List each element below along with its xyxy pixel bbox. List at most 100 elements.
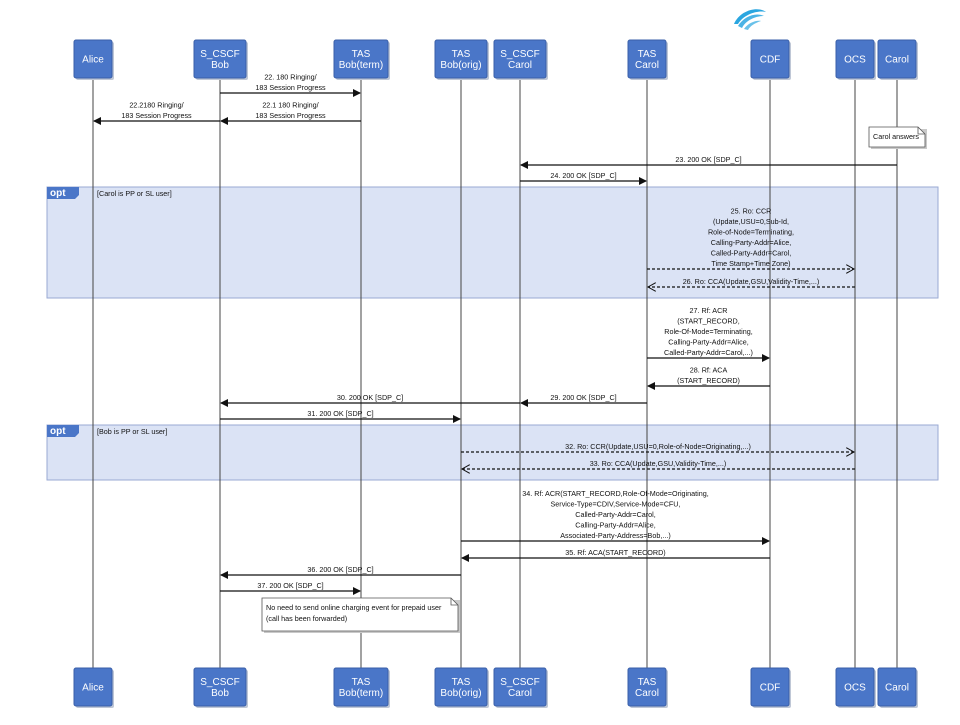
message: 23. 200 OK [SDP_C] <box>520 155 897 169</box>
message-label: 23. 200 OK [SDP_C] <box>675 155 741 164</box>
participant-cdf-top[interactable]: CDF <box>750 39 791 80</box>
opt-fragment: opt[Bob is PP or SL user] <box>46 424 939 481</box>
participant-box <box>493 39 547 79</box>
participant-label: OCS <box>844 683 866 694</box>
participant-box <box>333 39 389 79</box>
note: No need to send online charging event fo… <box>261 597 460 633</box>
message: 24. 200 OK [SDP_C] <box>520 171 647 185</box>
message: 35. Rf: ACA(START_RECORD) <box>461 548 770 562</box>
message-label: 36. 200 OK [SDP_C] <box>307 565 373 574</box>
message-label: 32. Ro: CCR(Update,USU=0,Role-of-Node=Or… <box>565 442 751 451</box>
message-label: Calling-Party-Addr=Alice, <box>668 338 749 347</box>
note-text: No need to send online charging event fo… <box>266 603 442 612</box>
participant-label: OCS <box>844 55 866 66</box>
message-label: Associated-Party-Address=Bob,...) <box>560 531 670 540</box>
message: 30. 200 OK [SDP_C] <box>220 393 520 407</box>
message-label: Calling-Party-Addr=Alice, <box>575 521 656 530</box>
swirl-logo-icon <box>734 9 766 30</box>
message-label: 35. Rf: ACA(START_RECORD) <box>565 548 665 557</box>
participant-carol-bottom[interactable]: Carol <box>877 667 918 708</box>
message-label: 28. Rf: ACA <box>690 366 728 375</box>
message: 26. Ro: CCA(Update,GSU,Validity-Time,...… <box>648 277 855 287</box>
participant-label: Alice <box>82 683 104 694</box>
message-label: 34. Rf: ACR(START_RECORD,Role-Of-Mode=Or… <box>522 489 708 498</box>
participant-label: TAS <box>452 677 471 688</box>
message-label: Role-Of-Mode=Terminating, <box>664 327 752 336</box>
participant-label: CDF <box>760 55 781 66</box>
message-label: 24. 200 OK [SDP_C] <box>550 171 616 180</box>
message-label: 183 Session Progress <box>255 111 326 120</box>
participant-ocs-bottom[interactable]: OCS <box>835 667 876 708</box>
note-box <box>868 126 926 148</box>
participant-cdf-bottom[interactable]: CDF <box>750 667 791 708</box>
participant-label: Bob <box>211 688 229 699</box>
participant-label: Carol <box>885 55 909 66</box>
message-label: 30. 200 OK [SDP_C] <box>337 393 403 402</box>
participant-label: TAS <box>638 677 657 688</box>
fragment-tab <box>47 187 79 199</box>
message-label: 22. 180 Ringing/ <box>264 73 316 82</box>
participant-label: Carol <box>508 688 532 699</box>
fragment-box <box>46 186 939 299</box>
message-label: Called-Party-Addr=Carol,...) <box>664 348 753 357</box>
fragment-operator: opt <box>50 426 66 437</box>
message: 28. Rf: ACA(START_RECORD) <box>647 366 770 390</box>
participant-box <box>73 667 113 707</box>
participant-box <box>750 667 790 707</box>
participant-box <box>835 39 875 79</box>
participant-label: Alice <box>82 55 104 66</box>
message-label: 29. 200 OK [SDP_C] <box>550 393 616 402</box>
participant-ocs-top[interactable]: OCS <box>835 39 876 80</box>
participant-box <box>333 667 389 707</box>
participant-label: S_CSCF <box>200 49 239 60</box>
participant-box <box>627 667 667 707</box>
note-text: Carol answers <box>873 132 919 141</box>
participant-label: S_CSCF <box>500 677 539 688</box>
message-label: 22.1 180 Ringing/ <box>262 101 318 110</box>
participant-box <box>627 39 667 79</box>
participant-alice-top[interactable]: Alice <box>73 39 114 80</box>
participant-label: Carol <box>635 60 659 71</box>
note: Carol answers <box>868 126 927 149</box>
message-label: Called-Party-Addr=Carol, <box>711 249 792 258</box>
participant-label: TAS <box>352 677 371 688</box>
message-label: (START_RECORD) <box>677 376 740 385</box>
message: 36. 200 OK [SDP_C] <box>220 565 461 579</box>
message-label: 27. Rf: ACR <box>690 306 728 315</box>
participant-alice-bottom[interactable]: Alice <box>73 667 114 708</box>
message-label: Time Stamp+Time Zone) <box>711 259 790 268</box>
message: 22.1 180 Ringing/183 Session Progress <box>220 101 361 125</box>
fragment-operator: opt <box>50 188 66 199</box>
message-label: 22.2180 Ringing/ <box>129 101 183 110</box>
fragment-guard: [Carol is PP or SL user] <box>97 189 172 198</box>
participant-label: S_CSCF <box>200 677 239 688</box>
participant-box <box>877 39 917 79</box>
participant-box <box>493 667 547 707</box>
message-label: Called-Party-Addr=Carol, <box>575 510 656 519</box>
participant-box <box>193 39 247 79</box>
participant-label: TAS <box>638 49 657 60</box>
participant-box <box>750 39 790 79</box>
message: 34. Rf: ACR(START_RECORD,Role-Of-Mode=Or… <box>461 489 770 545</box>
participant-label: Bob(orig) <box>440 688 481 699</box>
message-label: Service-Type=CDIV,Service-Mode=CFU, <box>551 500 681 509</box>
note-text: (call has been forwarded) <box>266 614 347 623</box>
participant-label: TAS <box>452 49 471 60</box>
message: 37. 200 OK [SDP_C] <box>220 581 361 595</box>
participant-carol-top[interactable]: Carol <box>877 39 918 80</box>
participant-label: Carol <box>635 688 659 699</box>
participant-label: Bob <box>211 60 229 71</box>
participant-label: Bob(term) <box>339 60 383 71</box>
message-label: Role-of-Node=Terminating, <box>708 228 794 237</box>
